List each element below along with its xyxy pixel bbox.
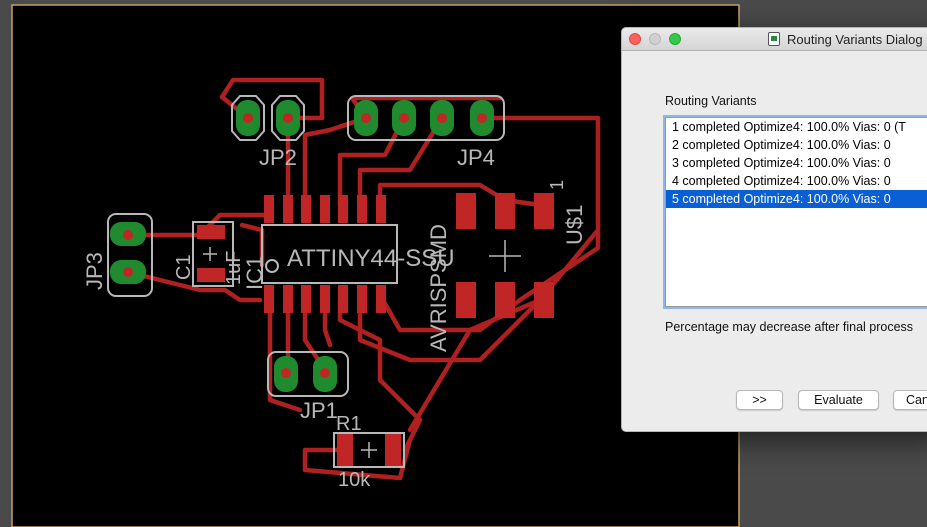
jp3-header[interactable] bbox=[107, 213, 153, 297]
routing-variants-label: Routing Variants bbox=[665, 94, 757, 108]
dialog-titlebar[interactable]: Routing Variants Dialog bbox=[622, 28, 927, 51]
evaluate-button[interactable]: Evaluate bbox=[798, 390, 879, 410]
label-c1: C1 bbox=[173, 254, 195, 280]
jp1-header[interactable] bbox=[267, 351, 349, 397]
app-icon bbox=[768, 32, 780, 46]
label-jp3: JP3 bbox=[82, 252, 107, 290]
label-u1: U$1 bbox=[562, 205, 587, 245]
label-ic1: IC1 bbox=[242, 256, 267, 290]
maximize-window-button[interactable] bbox=[669, 33, 681, 45]
variant-item-3[interactable]: 3 completed Optimize4: 100.0% Vias: 0 bbox=[672, 156, 891, 170]
label-avrisp: AVRISPSMD bbox=[426, 224, 451, 352]
variant-item-4[interactable]: 4 completed Optimize4: 100.0% Vias: 0 bbox=[672, 174, 891, 188]
variant-item-5[interactable]: 5 completed Optimize4: 100.0% Vias: 0 bbox=[666, 190, 927, 208]
label-attiny: ATTINY44-SSU bbox=[287, 245, 455, 272]
label-10k: 10k bbox=[338, 469, 371, 491]
label-1uf: 1uF bbox=[223, 251, 245, 285]
dialog-title: Routing Variants Dialog bbox=[787, 32, 923, 47]
routing-variants-dialog: Routing Variants Dialog Routing Variants… bbox=[621, 27, 927, 432]
ic1-chip[interactable] bbox=[261, 195, 398, 313]
variant-item-1[interactable]: 1 completed Optimize4: 100.0% Vias: 0 (T bbox=[672, 120, 906, 134]
percentage-note: Percentage may decrease after final proc… bbox=[665, 320, 914, 334]
avrisp-smd-header[interactable] bbox=[456, 193, 554, 318]
variant-item-2[interactable]: 2 completed Optimize4: 100.0% Vias: 0 bbox=[672, 138, 891, 152]
label-pin1: 1 bbox=[547, 180, 567, 190]
label-jp1: JP1 bbox=[300, 398, 338, 423]
minimize-window-button[interactable] bbox=[649, 33, 661, 45]
r1-resistor[interactable] bbox=[333, 432, 405, 468]
label-jp4: JP4 bbox=[457, 145, 495, 170]
routing-variants-list[interactable]: 1 completed Optimize4: 100.0% Vias: 0 (T… bbox=[665, 117, 927, 307]
next-button[interactable]: >> bbox=[736, 390, 783, 410]
label-r1: R1 bbox=[336, 413, 362, 435]
jp2-header[interactable] bbox=[231, 95, 305, 141]
label-jp2: JP2 bbox=[259, 145, 297, 170]
c1-capacitor[interactable] bbox=[192, 221, 234, 287]
jp4-header[interactable] bbox=[347, 95, 505, 141]
close-window-button[interactable] bbox=[629, 33, 641, 45]
cancel-button[interactable]: Cancel bbox=[893, 390, 927, 410]
